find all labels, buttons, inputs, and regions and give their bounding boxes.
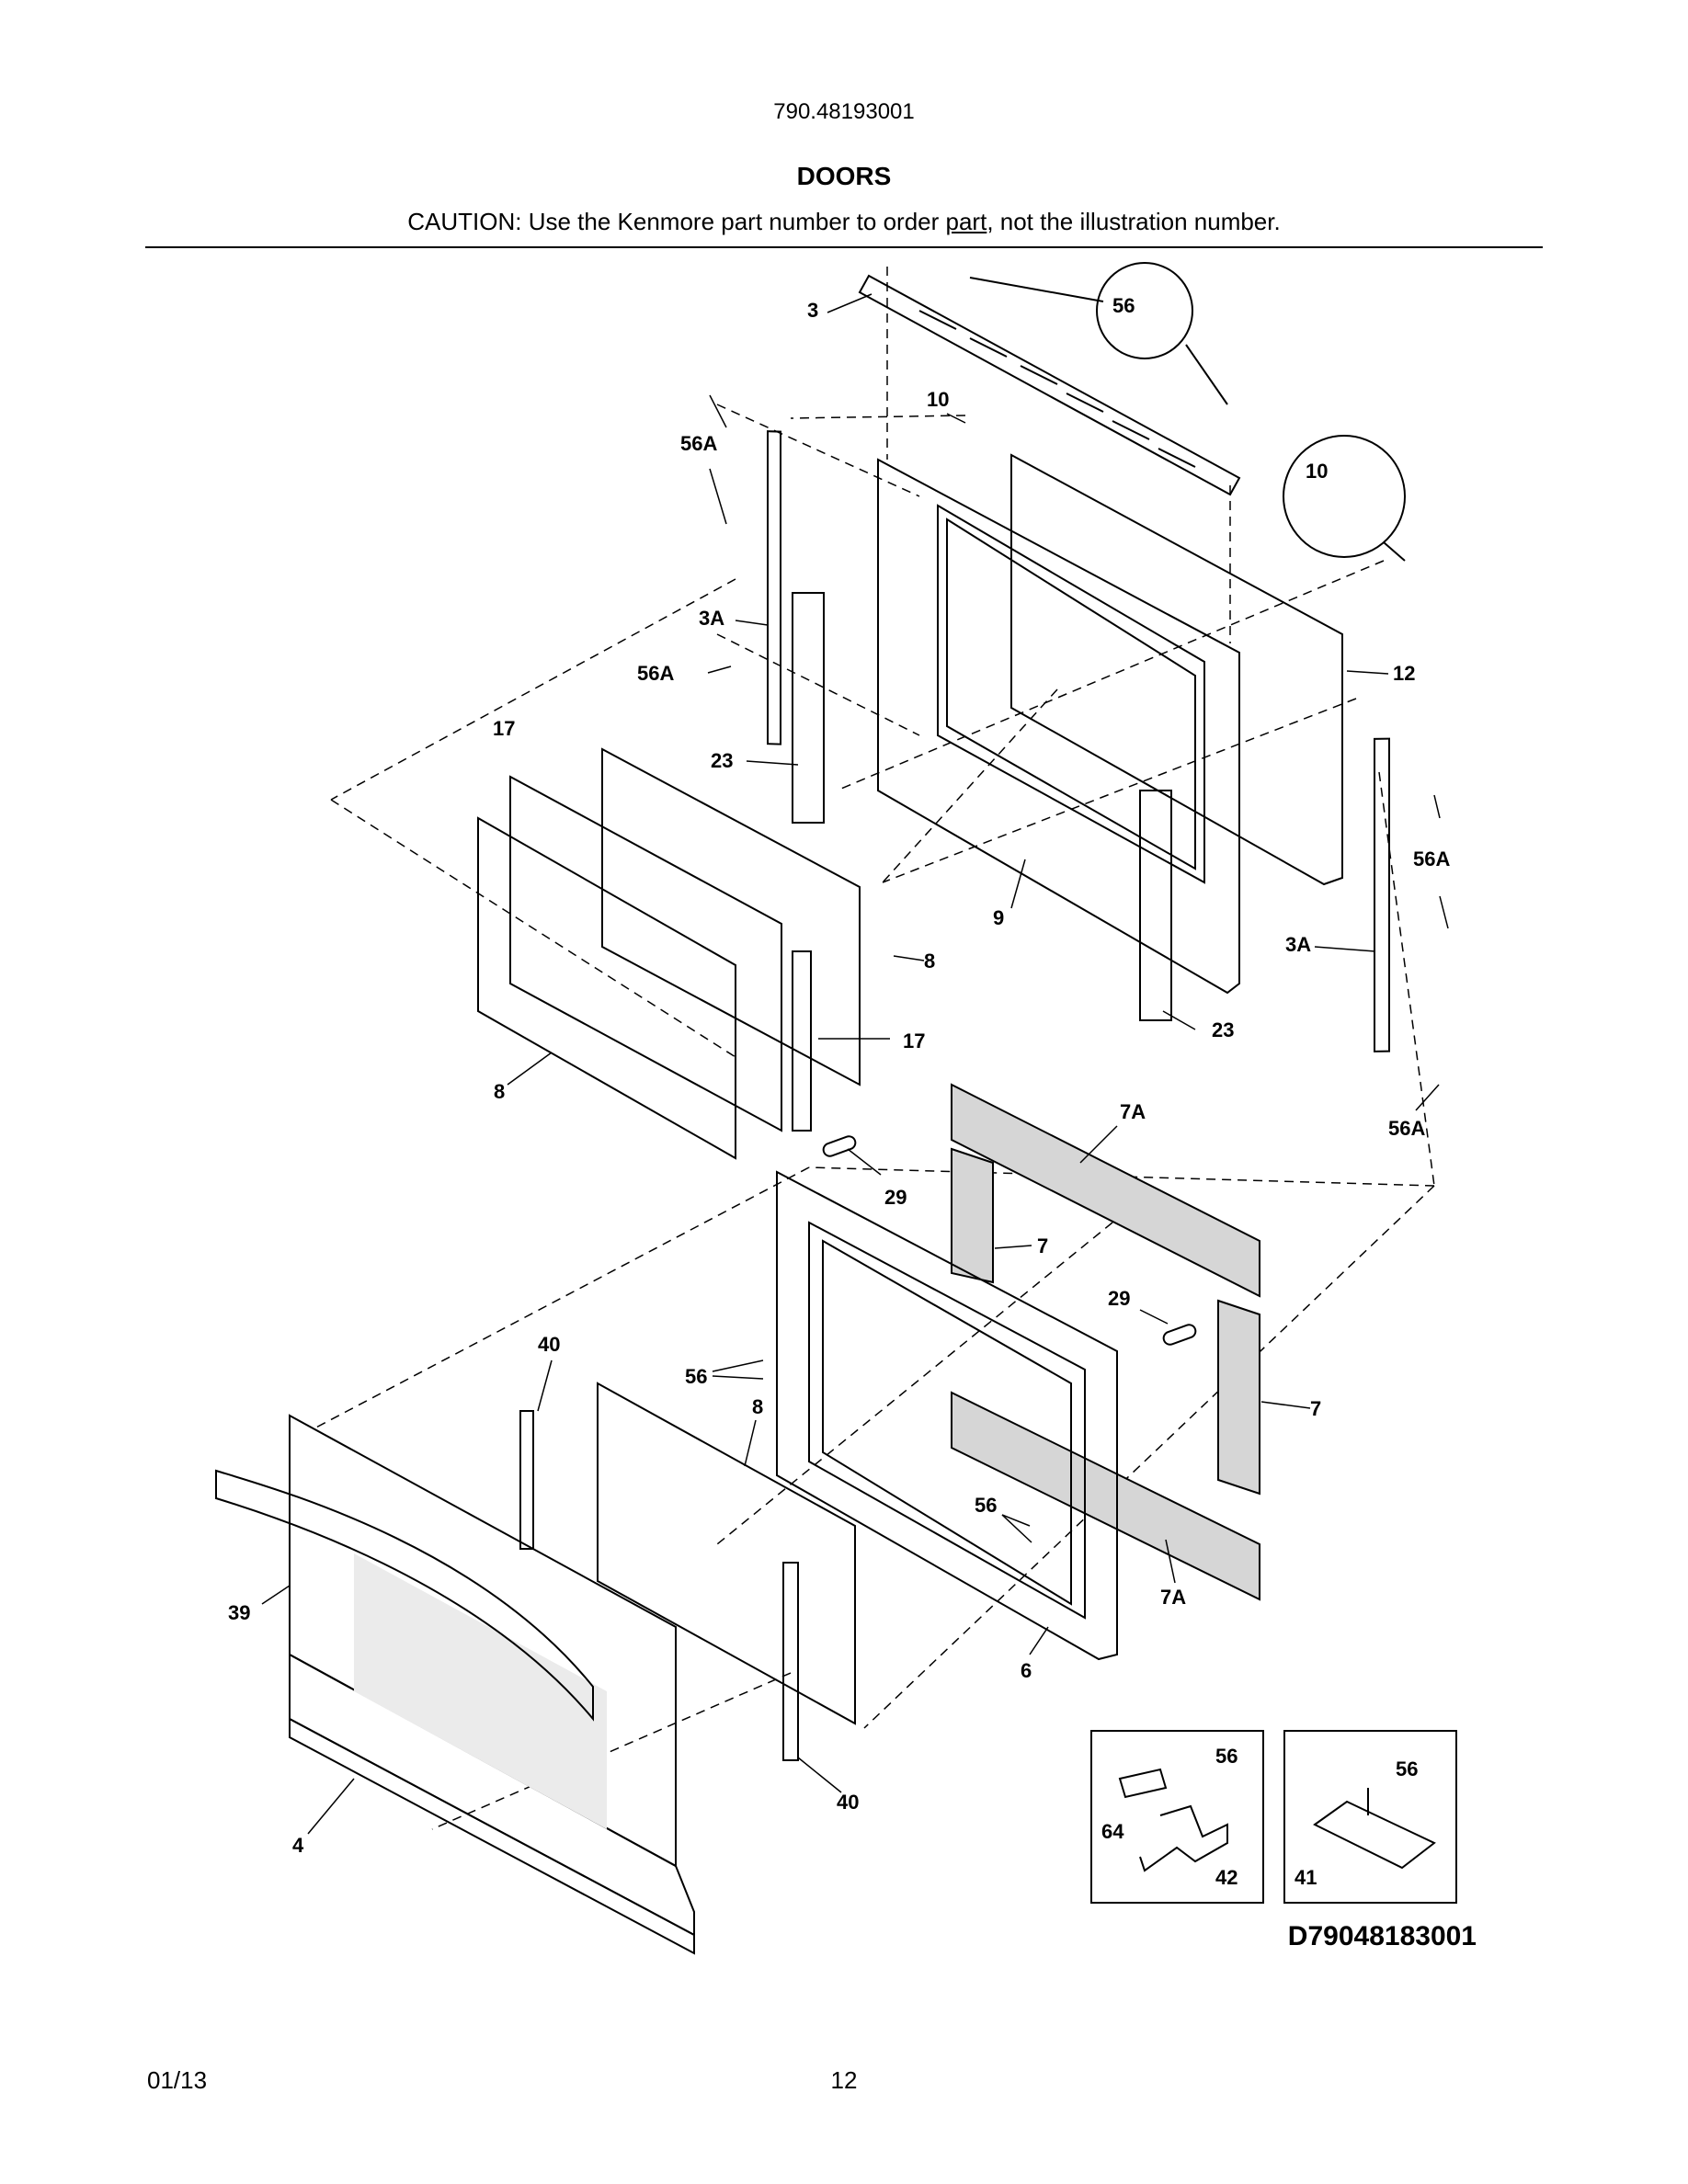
callout-23-right: 23	[1212, 1018, 1234, 1041]
callout-7a-top: 7A	[1120, 1100, 1146, 1123]
pin-29-right	[1162, 1324, 1197, 1346]
callout-41: 41	[1295, 1866, 1317, 1889]
glass-spacer-17-top	[509, 775, 782, 1132]
callout-8-lower: 8	[752, 1395, 763, 1418]
inner-door-liner-9	[877, 458, 1240, 995]
inset-left-parts	[1118, 1768, 1228, 1872]
alignment-lines	[312, 267, 1435, 1830]
insulation-7a-bottom	[951, 1391, 1260, 1601]
callout-40-bottom: 40	[837, 1791, 859, 1814]
side-trim-3a-right	[1374, 737, 1390, 1052]
glass-spacer-17-mid	[792, 950, 812, 1132]
top-vent-trim-3	[858, 274, 1241, 496]
outer-door-frame-6	[776, 1170, 1118, 1661]
hinge-bracket-40-top	[519, 1410, 534, 1550]
callout-56-top: 56	[1112, 294, 1135, 317]
callout-23-left: 23	[711, 749, 733, 772]
insulation-strips	[951, 1083, 1260, 1601]
hinge-bracket-40-bottom	[782, 1562, 799, 1761]
callout-42: 42	[1215, 1866, 1237, 1889]
callout-10-detail: 10	[1306, 460, 1328, 483]
leader-lines	[261, 293, 1449, 1835]
callout-7-left: 7	[1037, 1234, 1048, 1257]
callout-17-mid: 17	[903, 1029, 925, 1052]
inset-right-parts	[1313, 1788, 1436, 1870]
callout-39: 39	[228, 1601, 250, 1624]
callout-56-lower: 56	[975, 1494, 997, 1517]
glass-panel-8-rear	[601, 747, 861, 1086]
callout-29-top: 29	[884, 1186, 907, 1209]
callout-40-top: 40	[538, 1333, 560, 1356]
section-title: DOORS	[796, 162, 892, 190]
callout-6: 6	[1021, 1659, 1032, 1682]
callout-29-right: 29	[1108, 1287, 1130, 1310]
glass-panel-8-front	[477, 816, 736, 1160]
caution-part-link[interactable]: part	[945, 208, 987, 235]
header-divider	[145, 246, 1543, 248]
insulation-7-left	[951, 1147, 994, 1284]
callout-7a-bottom: 7A	[1160, 1586, 1186, 1609]
door-insulation-frame-12	[1010, 453, 1343, 886]
callout-56a-2: 56A	[637, 662, 674, 685]
caution-suffix: , not the illustration number.	[987, 208, 1281, 235]
caution-note: CAUTION: Use the Kenmore part number to …	[0, 208, 1688, 236]
callout-9: 9	[993, 906, 1004, 929]
screw-56-detail-circle	[1096, 262, 1193, 359]
callout-56-mid: 56	[685, 1365, 707, 1388]
callout-64: 64	[1101, 1820, 1124, 1843]
footer-date: 01/13	[147, 2066, 208, 2094]
side-trim-3a-left	[767, 430, 781, 745]
callout-56-inset2: 56	[1396, 1757, 1418, 1780]
insulation-7a-top	[951, 1083, 1260, 1298]
callout-8-mid: 8	[924, 950, 935, 973]
caution-prefix: CAUTION: Use the Kenmore part number to …	[407, 208, 946, 235]
pin-29-top	[822, 1135, 857, 1157]
footer-page-number: 12	[830, 2066, 858, 2094]
inset-box-left	[1090, 1730, 1264, 1904]
callout-8-left: 8	[494, 1080, 505, 1103]
door-handle-39	[215, 1469, 594, 1722]
model-number: 790.48193001	[773, 99, 915, 124]
callout-17-top: 17	[493, 717, 515, 740]
hinge-23-left	[792, 592, 825, 824]
callout-56-inset1: 56	[1215, 1745, 1237, 1768]
callout-56a-bottom: 56A	[1388, 1117, 1425, 1140]
callout-7-right: 7	[1310, 1397, 1321, 1420]
glass-panel-8-lower	[597, 1382, 856, 1725]
callout-10: 10	[927, 388, 949, 411]
insulation-7-right	[1217, 1299, 1260, 1496]
callout-3a-right: 3A	[1285, 933, 1311, 956]
callout-3a-left: 3A	[699, 607, 724, 630]
diagram-code: D79048183001	[1287, 1921, 1477, 1951]
callout-12: 12	[1393, 662, 1415, 685]
callout-56a-right: 56A	[1413, 847, 1450, 870]
callout-56a-1: 56A	[680, 432, 717, 455]
callout-3: 3	[807, 299, 818, 322]
outer-door-panel-4	[289, 1414, 695, 1955]
inset-box-right	[1283, 1730, 1457, 1904]
hinge-23-right	[1139, 790, 1172, 1021]
callout-labels: 3 56 10 10 56A 3A 56A 12 17 23 56A 9 3A …	[228, 294, 1450, 1889]
callout-4: 4	[292, 1834, 304, 1857]
pin-10-detail-circle	[1283, 435, 1406, 558]
